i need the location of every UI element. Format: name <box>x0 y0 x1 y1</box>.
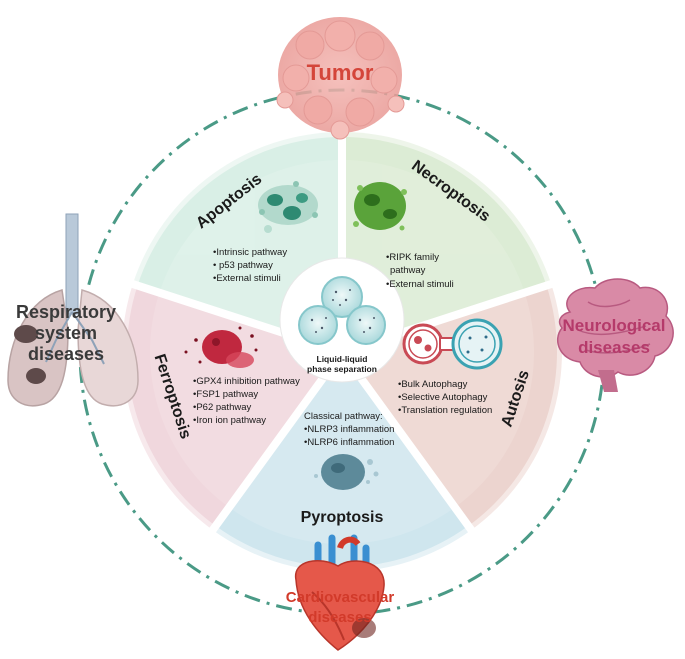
apoptosis-cell-illustration <box>258 181 318 233</box>
droplet-left <box>298 305 338 345</box>
ferroptosis-item-1: •GPX4 inhibition pathway <box>193 376 300 387</box>
center-label-line2: phase separation <box>307 364 377 374</box>
necroptosis-cell-illustration <box>353 182 407 231</box>
ferroptosis-cell-illustration <box>184 326 258 368</box>
droplet-top <box>321 276 363 318</box>
neurological-label-line2: diseases <box>578 338 650 357</box>
pyroptosis-cell-illustration <box>314 454 379 490</box>
tumor-label: Tumor <box>307 60 374 85</box>
cardiovascular-label-line2: diseases <box>308 609 371 626</box>
respiratory-label-line1: Respiratory <box>16 302 116 322</box>
ferroptosis-item-2: •FSP1 pathway <box>193 389 258 400</box>
pyroptosis-title: Pyroptosis <box>301 509 384 526</box>
llps-center: Liquid-liquid phase separation <box>279 257 405 383</box>
tumor-illustration <box>276 17 405 140</box>
ferroptosis-item-3: •P62 pathway <box>193 402 252 413</box>
autosis-item-1: •Bulk Autophagy <box>398 379 468 390</box>
pyroptosis-item-2: •NLRP6 inflammation <box>304 437 394 448</box>
droplet-right <box>346 305 386 345</box>
brain-illustration <box>557 278 674 392</box>
apoptosis-item-1: •Intrinsic pathway <box>213 247 287 258</box>
necroptosis-item-1: •RIPK family <box>386 252 439 263</box>
respiratory-label-line3: diseases <box>28 344 104 364</box>
pyroptosis-item-1: •NLRP3 inflammation <box>304 424 394 435</box>
droplet-speckles <box>310 289 375 333</box>
apoptosis-item-2: • p53 pathway <box>213 260 273 271</box>
respiratory-label-line2: system <box>35 323 97 343</box>
autosis-item-3: •Translation regulation <box>398 405 492 416</box>
neurological-label-line1: Neurological <box>563 316 666 335</box>
lungs-illustration <box>7 213 139 407</box>
necroptosis-item-3: •External stimuli <box>386 279 454 290</box>
ferroptosis-item-4: •Iron ion pathway <box>193 415 266 426</box>
autosis-autophagy-illustration <box>402 318 503 370</box>
heart-illustration <box>295 534 385 651</box>
apoptosis-item-3: •External stimuli <box>213 273 281 284</box>
pyroptosis-heading: Classical pathway: <box>304 411 383 422</box>
center-label-line1: Liquid-liquid <box>317 354 368 364</box>
cardiovascular-label-line1: Cardiovascular <box>286 589 395 606</box>
necroptosis-item-2: pathway <box>390 265 426 276</box>
autosis-item-2: •Selective Autophagy <box>398 392 488 403</box>
